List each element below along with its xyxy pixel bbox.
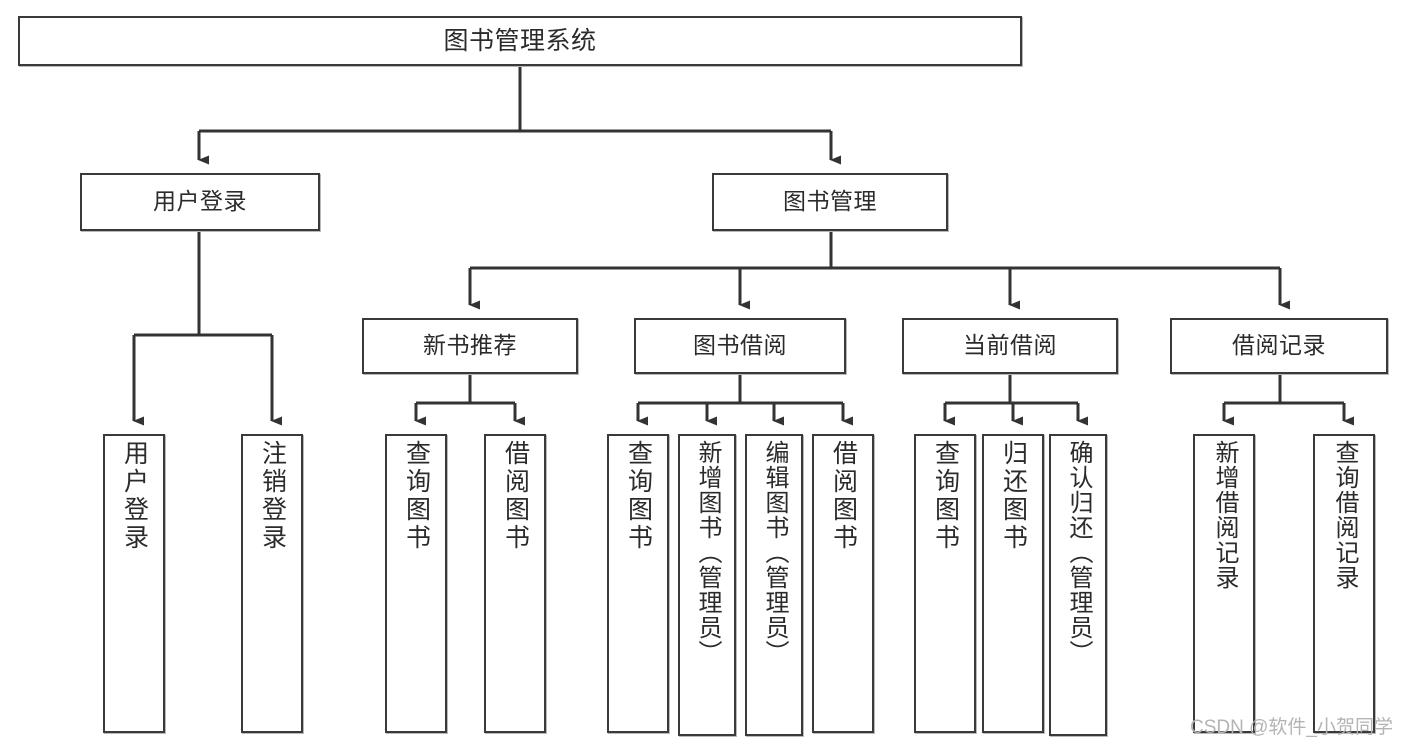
node-label: 图书借阅 — [693, 332, 787, 359]
node-borrowing-record[interactable]: 借阅记录 — [1170, 318, 1388, 374]
node-current-borrowing[interactable]: 当前借阅 — [902, 318, 1118, 374]
node-label: 编辑图书（管理员） — [761, 440, 788, 665]
node-label: 查询图书 — [624, 440, 653, 552]
node-label: 新增图书（管理员） — [694, 440, 721, 665]
node-query-borrow-record[interactable]: 查询借阅记录 — [1313, 434, 1375, 733]
node-label: 注销登录 — [258, 440, 287, 552]
watermark-text: CSDN @软件_小贺同学 — [1190, 717, 1393, 738]
node-root-system[interactable]: 图书管理系统 — [18, 16, 1022, 66]
node-label: 新增借阅记录 — [1211, 440, 1238, 590]
node-add-borrow-record[interactable]: 新增借阅记录 — [1193, 434, 1255, 733]
node-logout[interactable]: 注销登录 — [241, 434, 303, 733]
node-book-borrowing[interactable]: 图书借阅 — [634, 318, 846, 374]
node-add-book-admin[interactable]: 新增图书（管理员） — [678, 434, 736, 736]
node-confirm-return-admin[interactable]: 确认归还（管理员） — [1049, 434, 1107, 736]
node-label: 借阅记录 — [1232, 332, 1326, 359]
node-user-login[interactable]: 用户登录 — [80, 173, 320, 231]
node-label: 用户登录 — [153, 188, 247, 215]
node-query-book[interactable]: 查询图书 — [607, 434, 669, 733]
node-label: 借阅图书 — [501, 440, 530, 552]
node-label: 当前借阅 — [963, 332, 1057, 359]
node-label: 查询图书 — [402, 440, 431, 552]
node-label: 图书管理 — [783, 188, 877, 215]
node-label: 新书推荐 — [423, 332, 517, 359]
node-label: 查询图书 — [931, 440, 960, 552]
node-label: 查询借阅记录 — [1331, 440, 1358, 590]
node-new-book-recommendation[interactable]: 新书推荐 — [362, 318, 578, 374]
node-book-management[interactable]: 图书管理 — [712, 173, 948, 231]
node-user-login[interactable]: 用户登录 — [103, 434, 165, 733]
node-return-book[interactable]: 归还图书 — [982, 434, 1044, 733]
node-label: 确认归还（管理员） — [1065, 440, 1092, 665]
node-label: 归还图书 — [999, 440, 1028, 552]
node-borrow-book[interactable]: 借阅图书 — [484, 434, 546, 733]
node-root-label: 图书管理系统 — [443, 27, 597, 55]
node-query-book[interactable]: 查询图书 — [385, 434, 447, 733]
node-query-book[interactable]: 查询图书 — [914, 434, 976, 733]
node-edit-book-admin[interactable]: 编辑图书（管理员） — [745, 434, 803, 736]
node-borrow-book[interactable]: 借阅图书 — [812, 434, 874, 733]
node-label: 借阅图书 — [829, 440, 858, 552]
node-label: 用户登录 — [120, 440, 149, 552]
